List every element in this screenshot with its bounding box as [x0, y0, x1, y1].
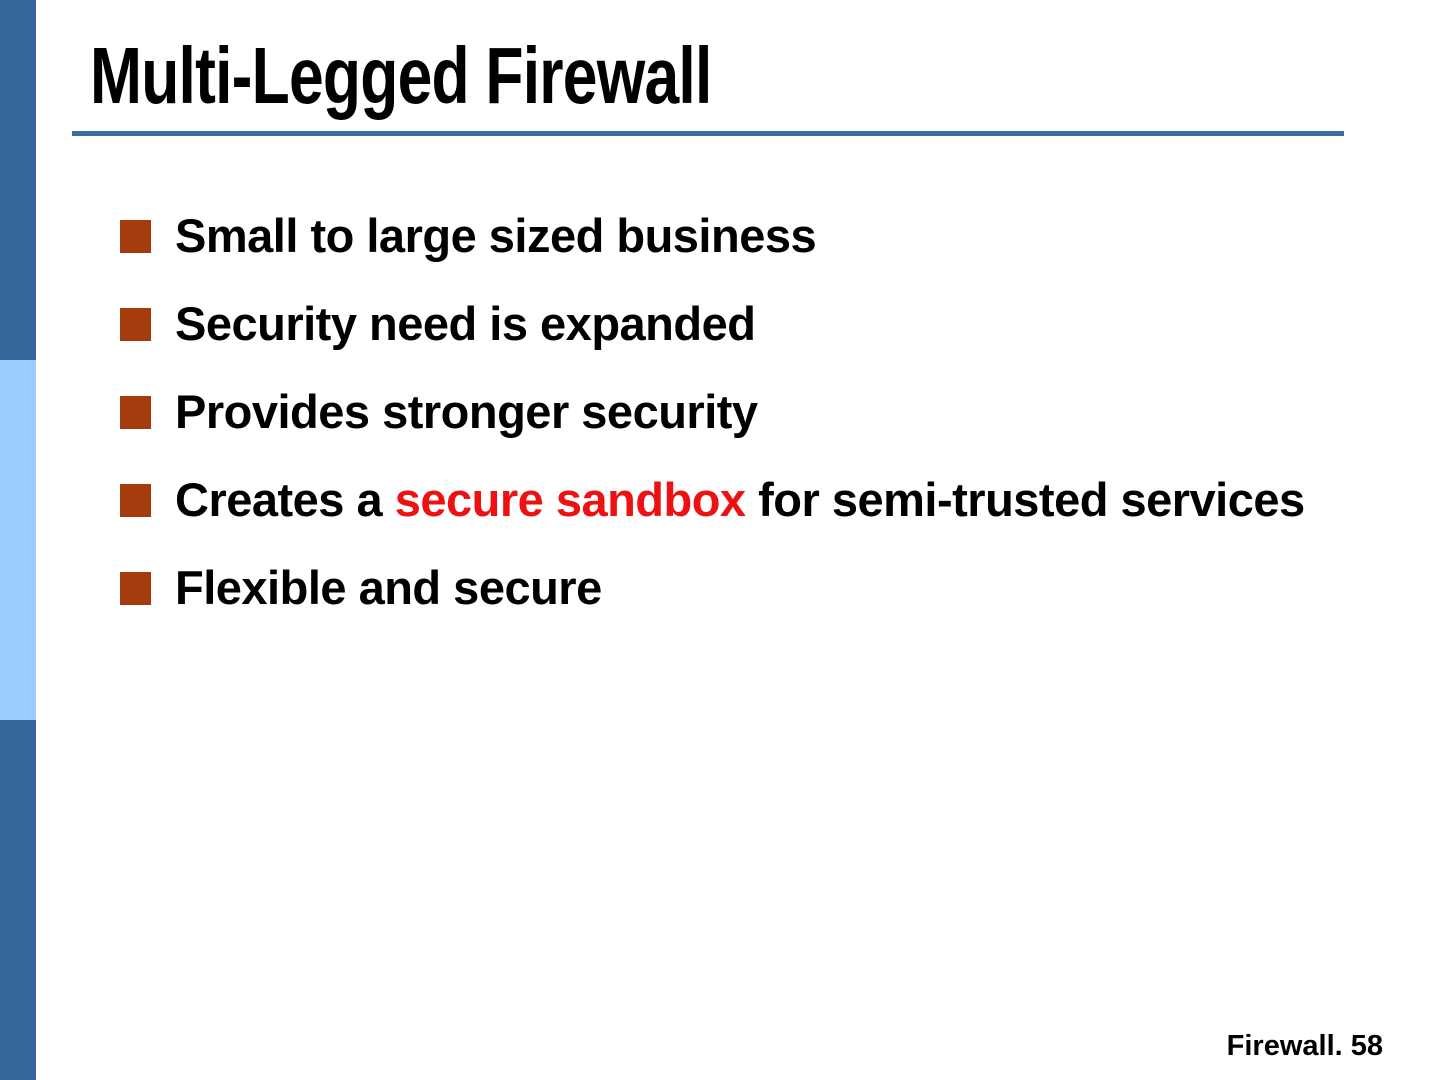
left-accent-bar [0, 0, 36, 1080]
accent-band-light-middle [0, 360, 36, 720]
list-item: Creates a secure sandbox for semi-truste… [120, 466, 1360, 534]
bullet-text: Flexible and secure [175, 561, 602, 614]
slide-title: Multi-Legged Firewall [90, 31, 712, 120]
square-bullet-icon [120, 396, 151, 429]
square-bullet-icon [120, 484, 151, 517]
bullet-text: Provides stronger security [175, 385, 758, 438]
bullet-list: Small to large sized business Security n… [120, 202, 1360, 642]
bullet-text-highlight: secure sandbox [394, 473, 746, 526]
title-underline [72, 131, 1344, 136]
list-item: Flexible and secure [120, 554, 1360, 622]
accent-band-dark-top [0, 0, 36, 360]
list-item: Provides stronger security [120, 378, 1360, 446]
bullet-text: Creates a secure sandbox for semi-truste… [175, 466, 1305, 534]
bullet-text: Small to large sized business [175, 209, 817, 262]
accent-band-dark-bottom [0, 720, 36, 1080]
list-item: Security need is expanded [120, 290, 1360, 358]
bullet-text: Security need is expanded [175, 297, 756, 350]
list-item: Small to large sized business [120, 202, 1360, 270]
square-bullet-icon [120, 308, 151, 341]
bullet-text-segment: for semi-trusted services [745, 473, 1305, 526]
square-bullet-icon [120, 220, 151, 253]
bullet-text-segment: Creates a [175, 473, 395, 526]
page-footer-label: Firewall. 58 [1226, 1030, 1383, 1062]
square-bullet-icon [120, 572, 151, 605]
